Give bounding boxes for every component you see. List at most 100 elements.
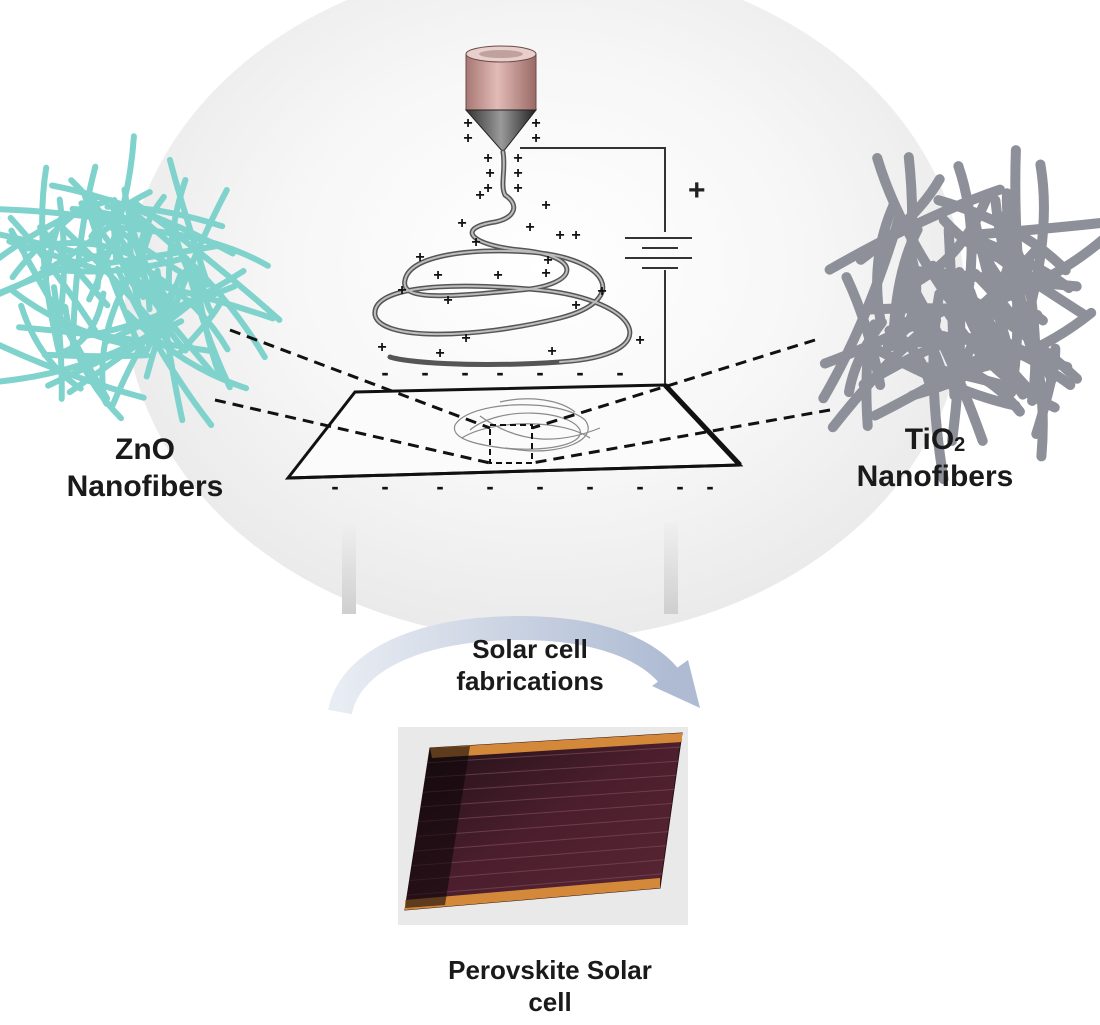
flow-indicator-right — [664, 522, 678, 614]
negative-charge-symbol: - — [676, 474, 683, 499]
fiber-strand — [51, 284, 65, 402]
fabrication-arrow — [328, 615, 700, 715]
tio2-base-text: TiO — [904, 423, 955, 456]
fiber-strand — [862, 339, 1021, 411]
zoom-callout-lines — [214, 328, 831, 465]
collector-plate — [284, 383, 744, 480]
fiber-strand — [872, 200, 899, 328]
zno-label-line2: Nanofibers — [66, 469, 224, 503]
negative-charge-symbol: - — [461, 360, 468, 385]
positive-charge-symbol: + — [483, 150, 492, 167]
positive-charges: +++++++++++++++++++++++++++++++ — [377, 115, 644, 362]
negative-charge-symbol: - — [536, 360, 543, 385]
solar-cell-fabrication-label: Solar cell fabrications — [410, 634, 650, 697]
fiber-strand — [22, 253, 111, 402]
negative-charge-symbol: - — [586, 474, 593, 499]
fiber-strand — [1020, 159, 1049, 331]
fiber-strand — [149, 270, 231, 353]
positive-charge-symbol: + — [525, 219, 534, 236]
positive-charge-symbol: + — [513, 150, 522, 167]
battery-icon — [625, 237, 692, 269]
fiber-strand — [938, 215, 1011, 265]
cell-grid-line — [427, 746, 681, 764]
fiber-strand — [965, 286, 1028, 400]
fiber-strand — [148, 270, 189, 354]
positive-charge-symbol: + — [635, 332, 644, 349]
positive-charge-symbol: + — [461, 330, 470, 347]
positive-charge-symbol: + — [443, 292, 452, 309]
positive-charge-symbol: + — [471, 234, 480, 251]
fiber-strand — [872, 153, 955, 305]
fiber-strand — [819, 296, 968, 369]
fiber-strand — [824, 184, 1005, 275]
cell-grid-line — [425, 760, 679, 778]
tio2-nanofibers-label: TiO2 Nanofibers — [820, 422, 1050, 495]
tio2-label-line1: TiO2 — [820, 422, 1050, 459]
negative-charges: ---------------- — [331, 360, 713, 499]
positive-charge-symbol: + — [513, 180, 522, 197]
negative-charge-symbol: - — [381, 360, 388, 385]
fiber-strand — [6, 238, 107, 275]
fiber-strand — [66, 295, 201, 396]
negative-charge-symbol: - — [636, 474, 643, 499]
cell-grid-line — [418, 803, 673, 823]
positive-charge-symbol: + — [513, 165, 522, 182]
voltage-positive-symbol: + — [688, 174, 706, 207]
fabrication-label-line1: Solar cell — [472, 634, 588, 664]
positive-charge-symbol: + — [531, 115, 540, 132]
cell-grid-line — [407, 873, 663, 896]
fiber-strand — [184, 261, 233, 391]
solar-cell-label-line2: cell — [528, 986, 572, 1017]
fiber-strand — [104, 203, 226, 230]
positive-charge-symbol: + — [483, 180, 492, 197]
power-supply-circuit — [520, 147, 666, 385]
positive-charge-symbol: + — [493, 267, 502, 284]
negative-charge-symbol: - — [331, 474, 338, 499]
positive-charge-symbol: + — [571, 227, 580, 244]
negative-charge-symbol: - — [381, 474, 388, 499]
fabrication-label-line2: fabrications — [456, 665, 604, 696]
fiber-strand — [78, 200, 189, 278]
positive-charge-symbol: + — [397, 282, 406, 299]
fiber-strand — [99, 243, 220, 268]
fiber-strand — [841, 272, 886, 390]
positive-charge-symbol: + — [531, 130, 540, 147]
fiber-strand — [103, 283, 238, 345]
zoom-region-box — [489, 424, 533, 464]
positive-charge-symbol: + — [377, 339, 386, 356]
fiber-strand — [844, 317, 887, 398]
positive-charge-symbol: + — [463, 115, 472, 132]
cell-grid-line — [411, 845, 667, 867]
negative-charge-symbol: - — [536, 474, 543, 499]
fiber-strand — [928, 289, 949, 485]
positive-charge-symbol: + — [571, 297, 580, 314]
fiber-strand — [933, 195, 1071, 276]
tio2-nanofiber-mesh — [818, 145, 1100, 485]
tio2-label-line2: Nanofibers — [856, 459, 1014, 493]
negative-charge-symbol: - — [496, 360, 503, 385]
negative-charge-symbol: - — [616, 360, 623, 385]
positive-charge-symbol: + — [541, 265, 550, 282]
fiber-strand — [196, 245, 215, 316]
positive-charge-symbol: + — [543, 252, 552, 269]
positive-charge-symbol: + — [475, 187, 484, 204]
positive-charge-symbol: + — [485, 165, 494, 182]
positive-charge-symbol: + — [597, 283, 606, 300]
fiber-strand — [0, 231, 99, 260]
fiber-strand — [969, 213, 1016, 361]
perovskite-solar-cell-image — [398, 727, 688, 925]
positive-charge-symbol: + — [435, 345, 444, 362]
solar-cell-label-line1: Perovskite Solar — [448, 955, 652, 985]
cell-grid-line — [409, 859, 665, 881]
cell-grid-line — [414, 831, 669, 852]
fiber-strand — [954, 267, 1006, 370]
positive-charge-symbol: + — [541, 197, 550, 214]
fiber-strand — [0, 331, 153, 385]
negative-charge-symbol: - — [436, 474, 443, 499]
flow-indicator-left — [342, 522, 356, 614]
zno-label-line1: ZnO — [115, 433, 175, 466]
fiber-strand — [99, 279, 130, 397]
negative-charge-symbol: - — [706, 474, 713, 499]
negative-charge-symbol: - — [576, 360, 583, 385]
